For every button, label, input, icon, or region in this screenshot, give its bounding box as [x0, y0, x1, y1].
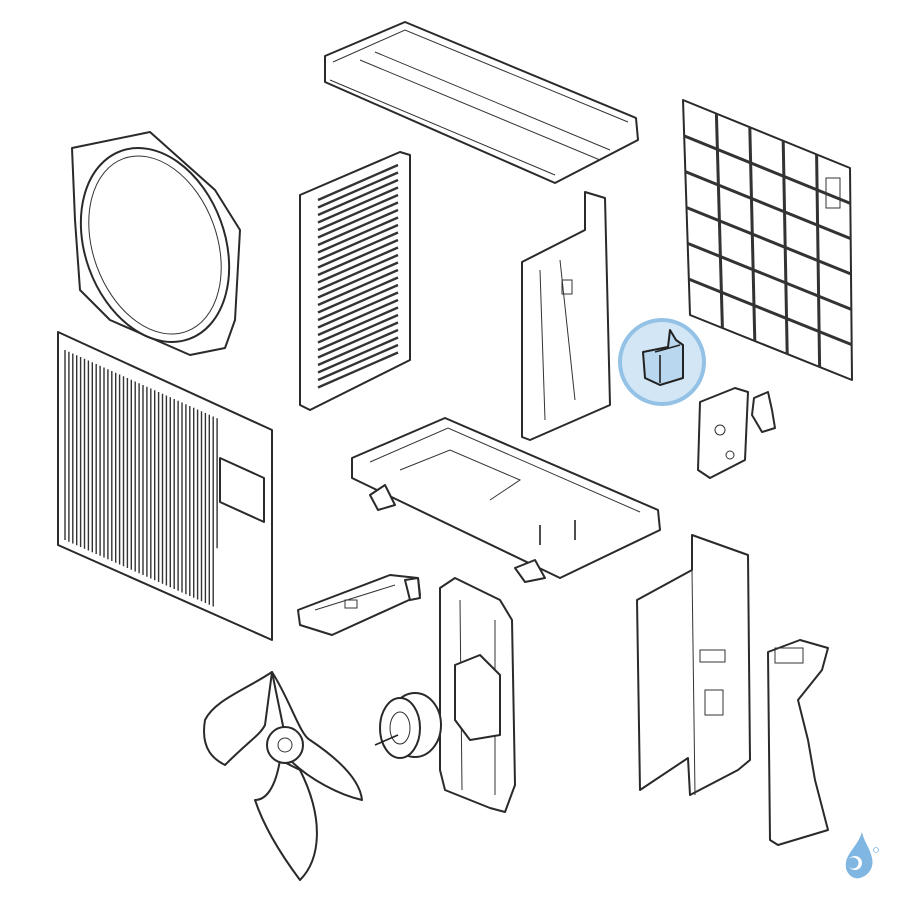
grille-slat — [317, 306, 399, 344]
grille-slat — [317, 298, 399, 337]
grille-slat — [317, 223, 399, 262]
front-grille-panel[interactable] — [57, 331, 273, 641]
grille-slat — [317, 321, 399, 359]
rear-grille[interactable] — [682, 99, 853, 381]
grille-slat — [317, 171, 399, 209]
grille-slat — [317, 178, 399, 217]
small-clip[interactable] — [751, 391, 776, 433]
grille-slat — [317, 351, 399, 389]
grid-bar — [684, 170, 852, 241]
terminal-bracket[interactable] — [697, 387, 749, 479]
right-side-panel[interactable] — [636, 534, 751, 796]
grille-slat — [317, 231, 399, 269]
grille-slat — [317, 291, 399, 329]
fan-shroud[interactable] — [55, 127, 255, 363]
grille-slat — [317, 328, 399, 367]
grille-slat — [317, 238, 399, 277]
partition-panel[interactable] — [521, 191, 611, 441]
grille-slat — [317, 216, 399, 254]
registered-mark-icon — [873, 847, 879, 853]
brand-logo — [845, 832, 879, 879]
fan-propeller[interactable] — [203, 671, 363, 881]
grid-bar — [685, 206, 852, 276]
grille-slat — [317, 253, 399, 292]
grille-slat — [317, 261, 399, 299]
grille-slat — [317, 193, 399, 232]
base-pan[interactable] — [351, 417, 661, 583]
grid-bar — [688, 277, 853, 347]
grille-slat — [317, 208, 399, 247]
grid-bar — [683, 134, 851, 205]
rating-label-plate — [219, 457, 265, 523]
grille-slat — [317, 336, 399, 374]
highlighted-terminal-cover[interactable] — [618, 318, 706, 406]
fan-motor[interactable] — [374, 692, 442, 759]
side-grille-panel[interactable] — [299, 151, 411, 411]
terminal-block-cover-icon — [642, 329, 684, 386]
grille-slat — [317, 246, 399, 284]
motor-bracket[interactable] — [439, 577, 516, 813]
grid-bar — [687, 241, 852, 311]
grille-slat — [317, 276, 399, 314]
corner-panel[interactable] — [767, 639, 829, 846]
grille-slat — [317, 268, 399, 307]
grille-slat — [317, 163, 399, 202]
control-box[interactable] — [297, 574, 421, 636]
grille-slat — [317, 201, 399, 239]
top-cover-panel[interactable] — [324, 21, 639, 184]
grille-slat — [317, 283, 399, 322]
grille-slat — [317, 313, 399, 352]
grille-slat — [317, 343, 399, 382]
grille-slat — [317, 186, 399, 224]
